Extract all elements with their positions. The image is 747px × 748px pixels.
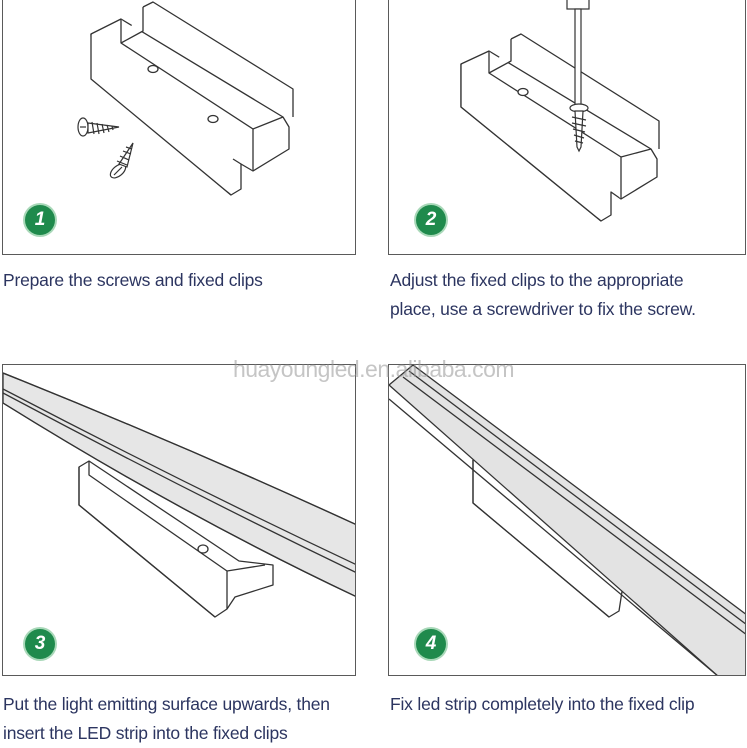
step-4-panel: 4 <box>388 364 746 676</box>
step-number-badge: 4 <box>416 629 446 659</box>
step-2-panel: 2 <box>388 0 746 255</box>
strip-insert-illustration <box>3 372 355 618</box>
step-3-panel: 3 <box>2 364 356 676</box>
step-4-caption: Fix led strip completely into the fixed … <box>390 694 695 714</box>
step-1-caption: Prepare the screws and fixed clips <box>3 270 263 290</box>
step-3-caption: Put the light emitting surface upwards, … <box>3 694 330 743</box>
step-number-badge: 1 <box>25 205 55 235</box>
screwdriver-icon <box>566 0 590 153</box>
clip-illustration <box>77 1 294 196</box>
screw-icon <box>109 142 134 179</box>
step-number-badge: 2 <box>416 205 446 235</box>
watermark: huayoungled.en.alibaba.com <box>232 356 515 382</box>
screw-icon <box>77 117 120 137</box>
clip-screwdriver-illustration <box>460 0 660 222</box>
step-number-badge: 3 <box>25 629 55 659</box>
step-1-panel: 1 <box>2 0 356 255</box>
step-2-caption: Adjust the fixed clips to the appropriat… <box>390 270 696 319</box>
strip-fixed-illustration <box>389 365 745 675</box>
